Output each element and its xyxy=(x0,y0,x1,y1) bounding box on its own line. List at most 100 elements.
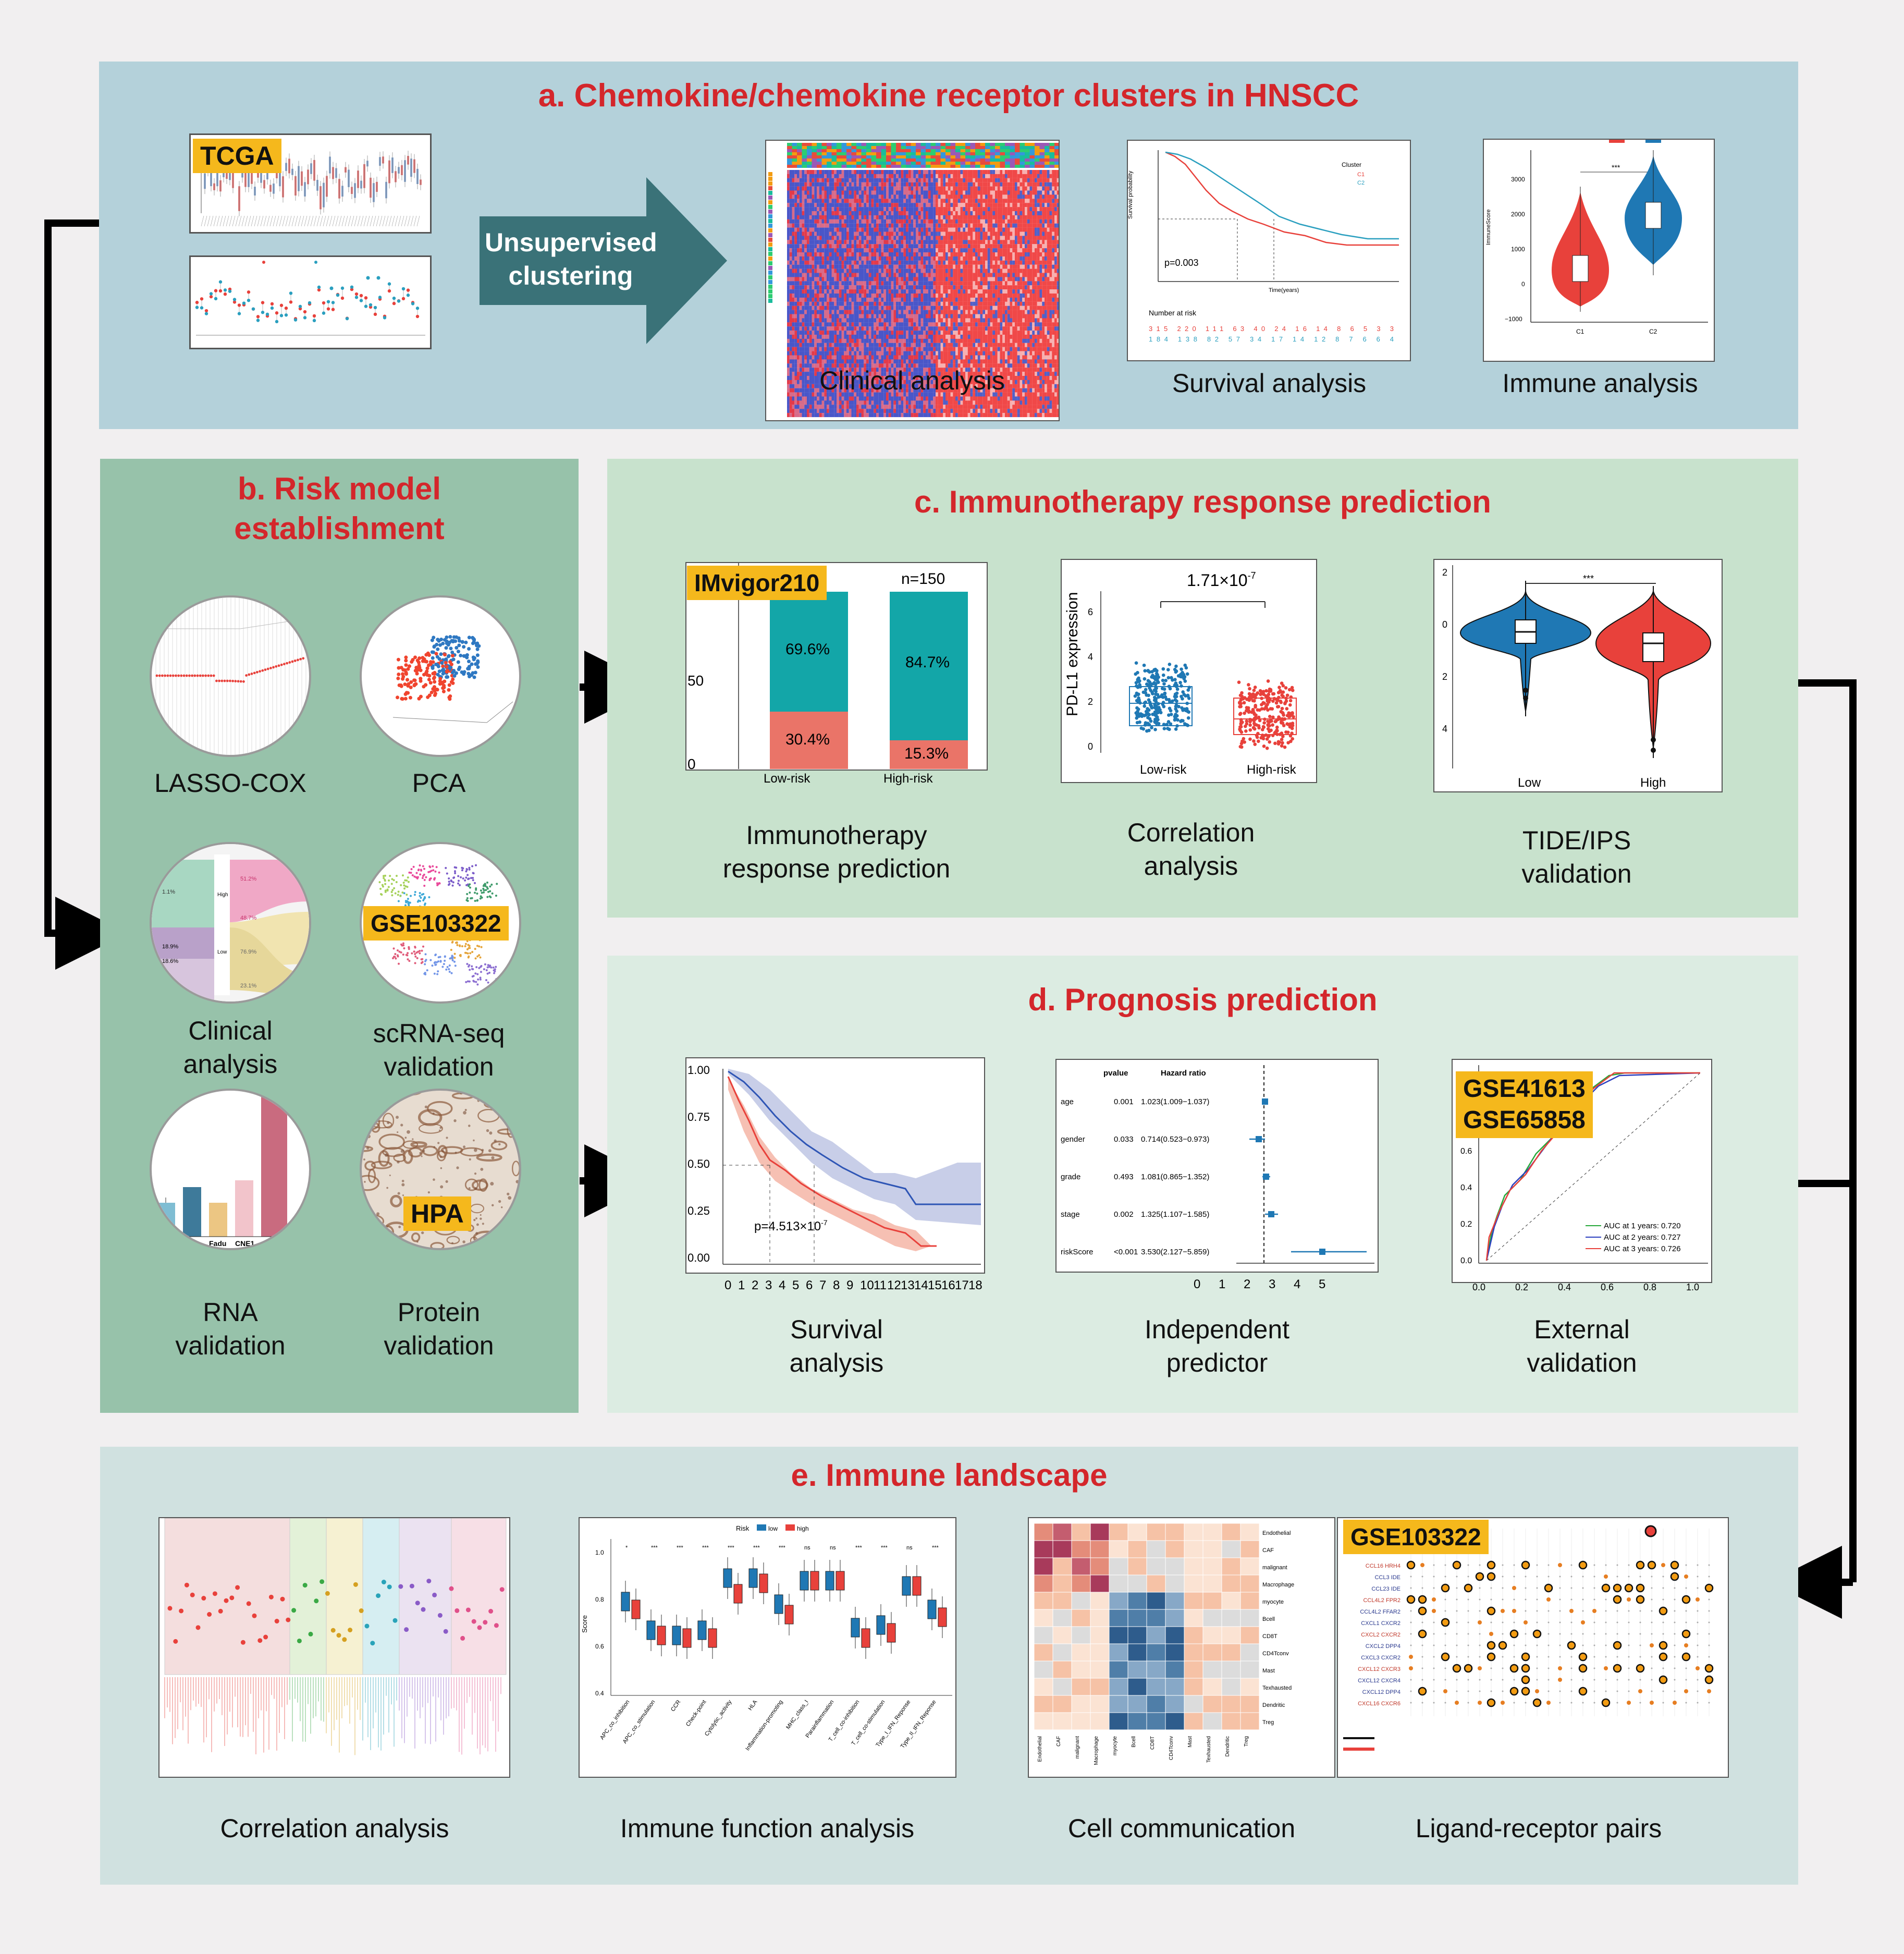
lr-dot xyxy=(1616,1633,1618,1635)
corr-point-high xyxy=(1253,742,1257,746)
heat-cell xyxy=(1090,1643,1110,1662)
lr-dot xyxy=(1479,1633,1481,1635)
lr-dot xyxy=(1501,1609,1505,1613)
label-protein-validation: Protein validation xyxy=(384,1298,494,1360)
umap-point xyxy=(402,944,405,947)
umap-point xyxy=(420,958,423,961)
umap-point xyxy=(407,876,409,879)
roc-xtick: 0.4 xyxy=(1558,1282,1571,1292)
box-low xyxy=(800,1571,809,1591)
heat-cell xyxy=(1071,1660,1091,1679)
lr-dot xyxy=(1685,1587,1687,1589)
corr-e-point xyxy=(224,1598,229,1603)
corr-point-low xyxy=(1162,727,1166,730)
tcga-dotplot-thumbnail xyxy=(189,255,432,349)
umap-point xyxy=(421,894,423,896)
heat-cell xyxy=(1071,1626,1091,1644)
arrow-text: Unsupervised clustering xyxy=(485,228,657,290)
heat-cell xyxy=(1052,1574,1072,1593)
tcga-dot xyxy=(368,303,373,307)
heat-cell xyxy=(1109,1609,1128,1627)
lasso-point xyxy=(253,671,256,675)
umap-point xyxy=(386,889,389,892)
corr-point-high xyxy=(1286,741,1290,744)
umap-point xyxy=(423,868,426,870)
umap-point xyxy=(427,871,430,873)
corr-point-high xyxy=(1258,718,1262,723)
corr-point-high xyxy=(1264,704,1268,709)
corr-point-high xyxy=(1268,715,1272,718)
lr-dot xyxy=(1536,1667,1538,1669)
umap-point xyxy=(475,887,477,889)
corr-point-low xyxy=(1181,709,1185,712)
heat-cell xyxy=(1146,1626,1166,1644)
lr-dot xyxy=(1627,1701,1631,1705)
pca-point xyxy=(447,683,451,687)
umap-point xyxy=(429,959,432,961)
lr-dot xyxy=(1535,1689,1539,1693)
umap-point xyxy=(390,883,393,885)
lr-dot xyxy=(1593,1644,1595,1646)
tcga-dot xyxy=(359,299,363,302)
corr-point-high xyxy=(1277,715,1281,719)
umap-point xyxy=(404,879,407,882)
lasso-point xyxy=(226,679,229,682)
corr-point-low xyxy=(1175,691,1179,695)
heat-cell xyxy=(1090,1609,1110,1627)
corr-point-low xyxy=(1161,678,1165,682)
umap-point xyxy=(410,868,413,871)
tcga-dot xyxy=(364,304,368,308)
umap-point xyxy=(390,890,393,893)
corr-point-high xyxy=(1265,746,1269,750)
pca-point xyxy=(431,665,435,669)
corr-e-point xyxy=(235,1585,240,1590)
corr-point-low xyxy=(1169,709,1173,713)
lr-dot xyxy=(1697,1610,1699,1612)
corr-e-point xyxy=(195,1625,201,1630)
umap-point xyxy=(429,866,432,869)
pca-point xyxy=(437,639,441,643)
lr-dot xyxy=(1674,1621,1676,1623)
heat-cell xyxy=(1109,1660,1128,1679)
lr-dot xyxy=(1604,1666,1608,1670)
lr-dot xyxy=(1662,1702,1664,1704)
ihc-cell xyxy=(402,1150,413,1164)
lr-dot xyxy=(1570,1564,1573,1566)
pca-point xyxy=(432,644,436,649)
heat-cell xyxy=(1034,1592,1053,1610)
lr-dot xyxy=(1582,1576,1584,1578)
umap-point xyxy=(391,894,394,897)
corr-point-low xyxy=(1181,719,1185,723)
lr-dot xyxy=(1708,1656,1710,1658)
heat-cell xyxy=(1052,1626,1072,1644)
lasso-point xyxy=(155,674,158,677)
heat-col-label: myocyte xyxy=(1112,1736,1118,1756)
lr-dot xyxy=(1636,1595,1645,1604)
umap-point xyxy=(466,940,469,943)
heat-legend-key xyxy=(768,191,772,195)
umap-point xyxy=(476,892,478,895)
lr-dot xyxy=(1467,1679,1469,1681)
heat-col-label: Bcell xyxy=(1131,1736,1137,1748)
corr-e-point xyxy=(432,1592,437,1597)
ihc-cell xyxy=(440,1146,463,1154)
lr-dot xyxy=(1559,1587,1561,1589)
umap-point xyxy=(419,895,421,897)
tcga-dot xyxy=(397,299,401,303)
gse41613-gse65858-tag: GSE41613 GSE65858 xyxy=(1456,1071,1593,1138)
tcga-dot xyxy=(359,294,363,298)
lr-dot xyxy=(1547,1656,1550,1658)
tcga-dot xyxy=(326,300,330,303)
pca-point xyxy=(404,658,408,663)
heat-cell xyxy=(1221,1523,1241,1541)
corr-point-low xyxy=(1147,713,1151,717)
heat-legend-key xyxy=(768,205,772,209)
box-cat-label: HLA xyxy=(747,1699,758,1712)
corr-point-low xyxy=(1168,700,1172,704)
heat-cell xyxy=(1221,1695,1241,1713)
label-scrna-validation: scRNA-seq validation xyxy=(373,1019,505,1081)
forest-header: pvalue xyxy=(1103,1069,1128,1078)
umap-point xyxy=(402,954,404,956)
